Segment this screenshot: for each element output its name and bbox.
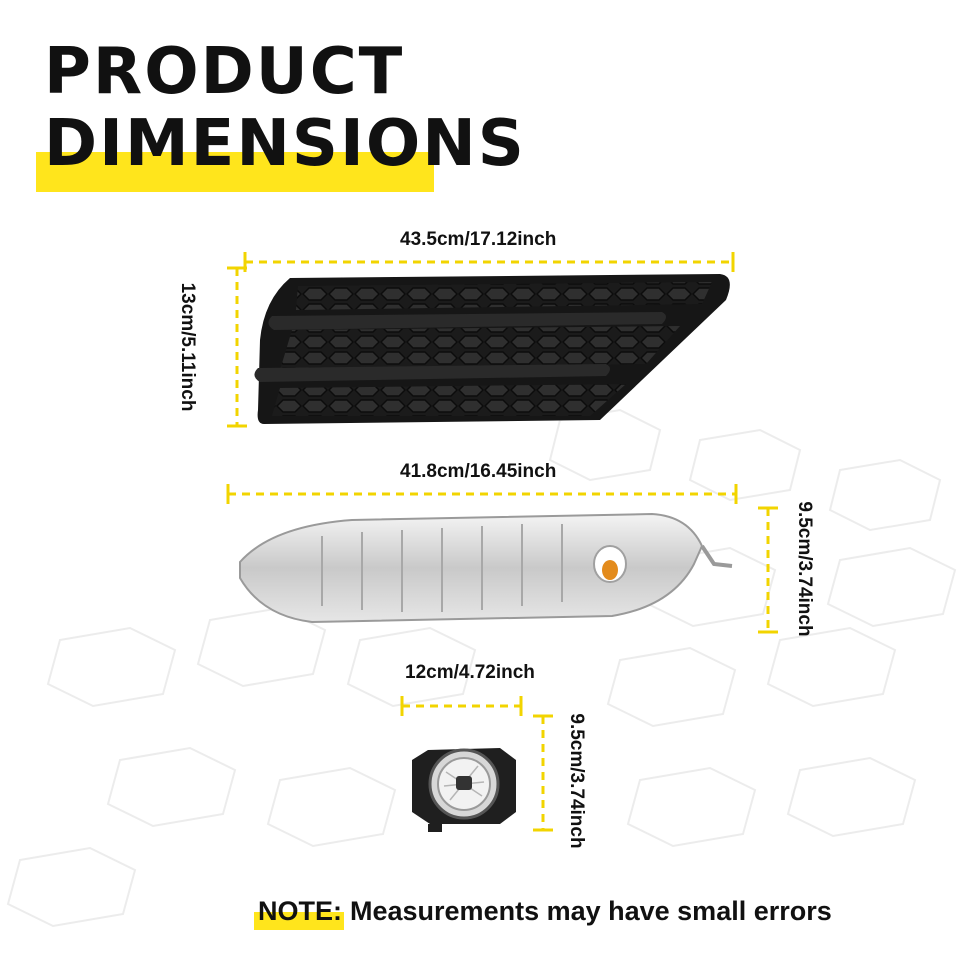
side-light-width-label: 41.8cm/16.45inch [400, 461, 557, 482]
measurement-note: NOTE: Measurements may have small errors [258, 896, 832, 927]
heading-line-2: DIMENSIONS [44, 107, 526, 181]
fog-lamp-width-label: 12cm/4.72inch [405, 662, 535, 683]
grille-height-label: 13cm/5.11inch [177, 282, 198, 412]
heading-highlight-bar [36, 152, 434, 192]
grille-width-label: 43.5cm/17.12inch [400, 229, 557, 250]
fog-lamp-image [412, 748, 516, 832]
note-label: NOTE: [258, 896, 342, 926]
grille-cover-image [254, 274, 730, 424]
side-light-image [239, 512, 733, 624]
heading-line-1: PRODUCT [44, 35, 405, 109]
note-text: Measurements may have small errors [350, 896, 832, 926]
side-light-height-label: 9.5cm/3.74inch [794, 501, 815, 637]
fog-lamp-height-label: 9.5cm/3.74inch [566, 713, 587, 849]
